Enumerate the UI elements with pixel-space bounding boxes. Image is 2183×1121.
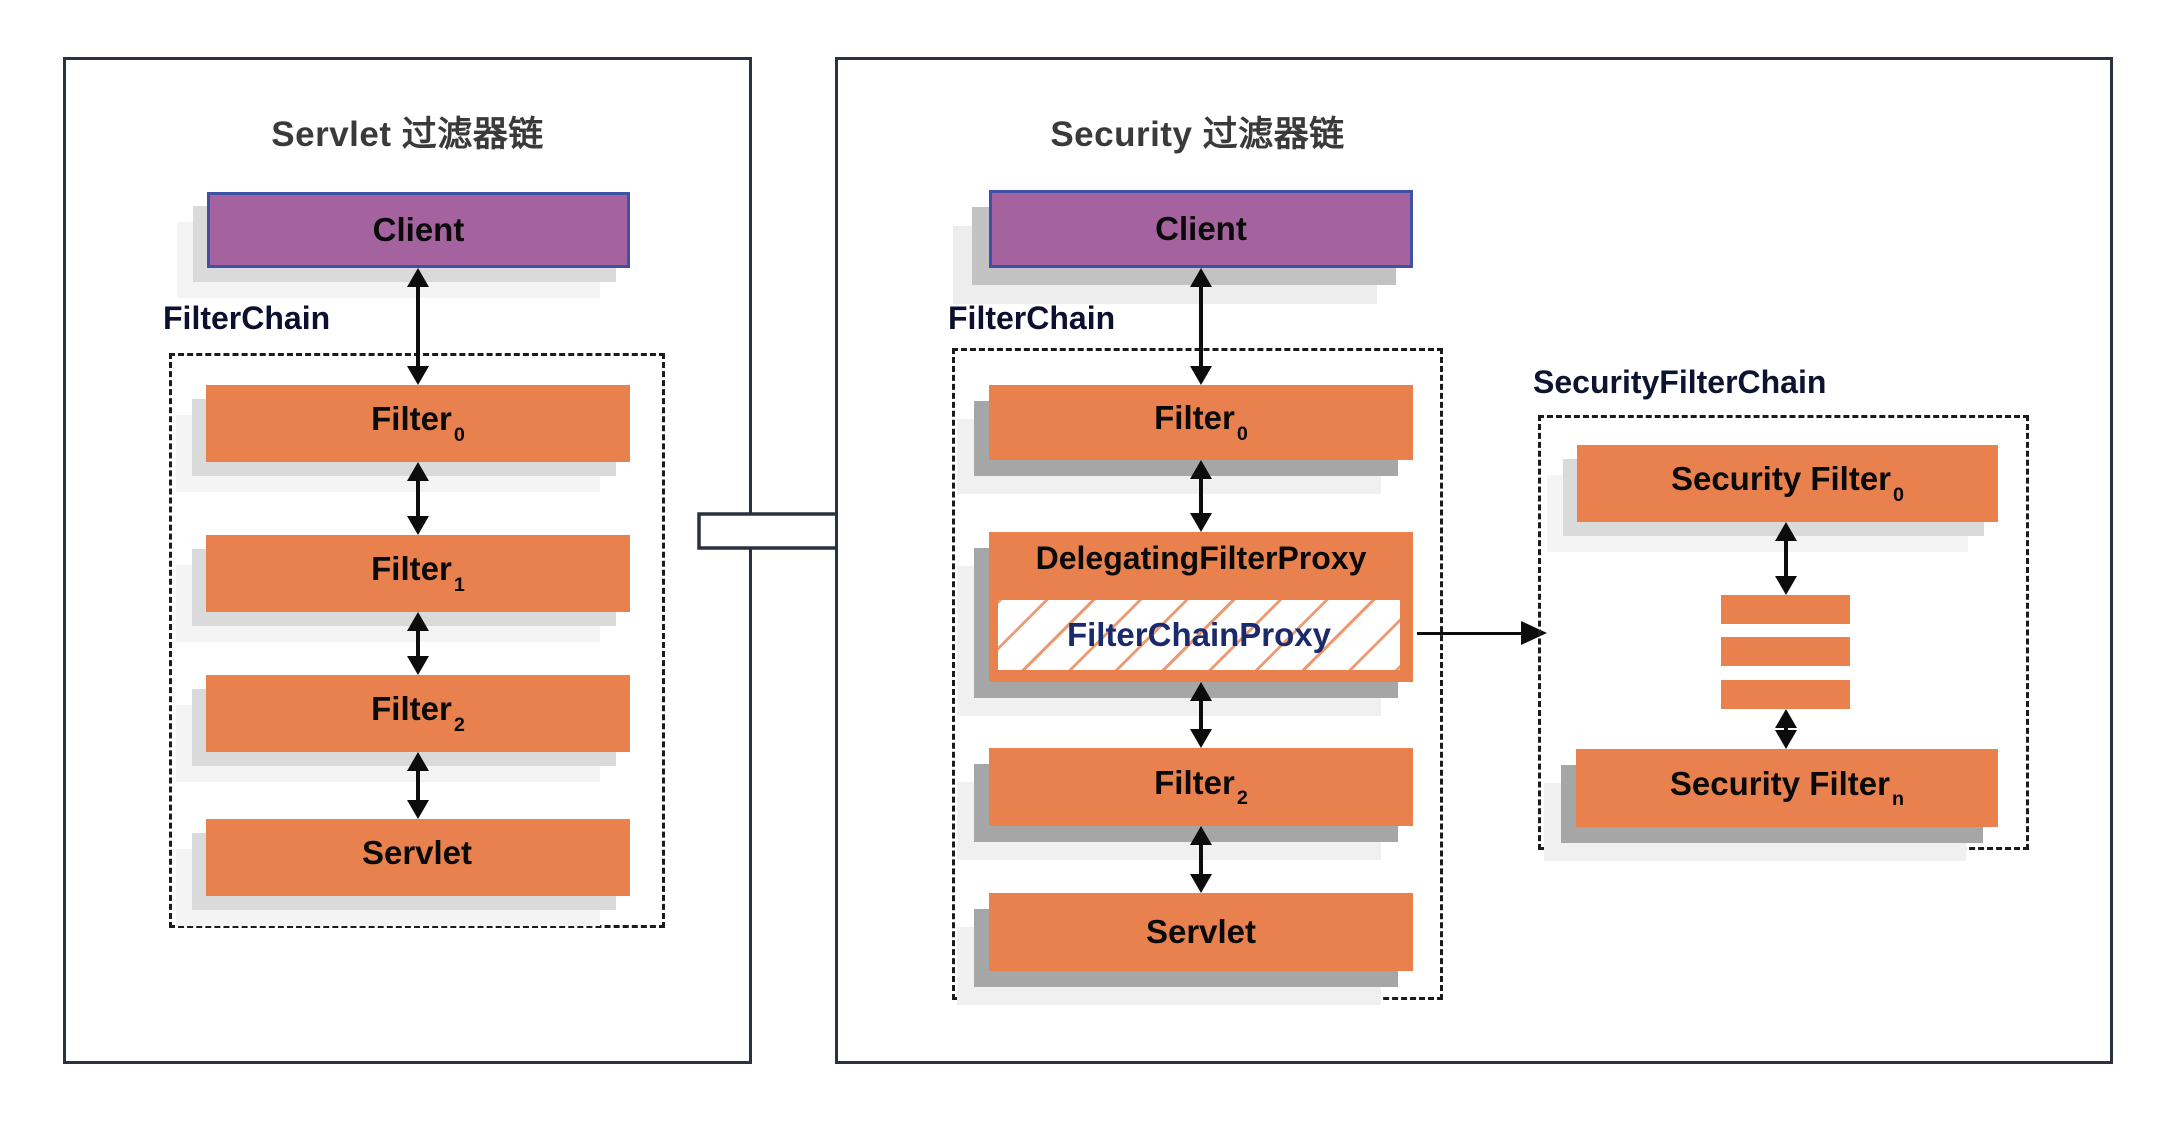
ellipsis-bar	[1721, 680, 1850, 709]
security-chain-title: Security 过滤器链	[1050, 115, 1345, 154]
servlet-chain-title: Servlet 过滤器链	[271, 115, 544, 154]
ellipsis-bar	[1721, 595, 1850, 624]
node-label: Servlet	[361, 834, 473, 872]
double-arrow	[1189, 682, 1213, 748]
delegating-filter-proxy-label: DelegatingFilterProxy	[1035, 540, 1367, 576]
proxy-to-securitychain-arrow	[1417, 621, 1547, 645]
double-arrow	[406, 268, 430, 385]
filterchain-label-left: FilterChain	[163, 300, 331, 336]
filterchain-box-right	[952, 348, 1443, 1000]
filter-chain-proxy-node: FilterChainProxy	[995, 597, 1403, 673]
servlet-node-left: Servlet	[206, 819, 630, 896]
double-arrow	[1189, 826, 1213, 893]
double-arrow	[1189, 268, 1213, 385]
security-filter-chain-box	[1538, 415, 2029, 850]
client-node-right: Client	[989, 190, 1413, 268]
security-filter-chain-label: SecurityFilterChain	[1533, 364, 1827, 400]
filter-chain-proxy-label: FilterChainProxy	[1066, 616, 1332, 653]
client-label: Client	[1155, 210, 1247, 247]
double-arrow	[1774, 709, 1798, 749]
double-arrow	[406, 752, 430, 819]
double-arrow	[406, 462, 430, 535]
client-node-left: Client	[207, 192, 630, 268]
double-arrow	[1189, 460, 1213, 532]
double-arrow	[406, 612, 430, 675]
ellipsis-bar	[1721, 637, 1850, 666]
node-label: Servlet	[1145, 913, 1257, 950]
filterchain-label-right: FilterChain	[948, 300, 1116, 336]
client-label: Client	[372, 211, 465, 248]
double-arrow	[1774, 522, 1798, 595]
servlet-node-right: Servlet	[989, 893, 1413, 971]
